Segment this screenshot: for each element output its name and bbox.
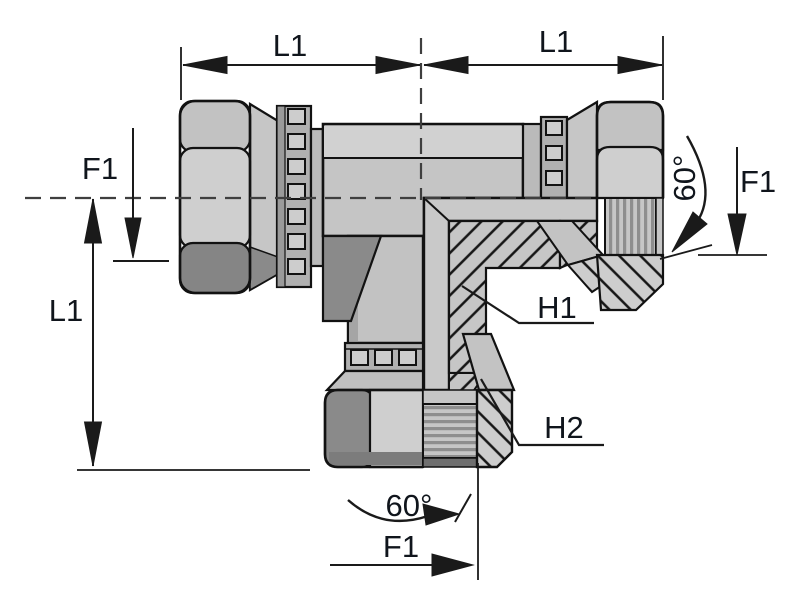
- angle-arc-right: [685, 135, 707, 223]
- dimension-graphics: [77, 36, 767, 580]
- bottom-nut-outline: [323, 388, 423, 469]
- label-angle-right: 60°: [667, 155, 702, 202]
- branch-shoulder: [321, 234, 383, 323]
- right-neck: [521, 122, 543, 200]
- section-corner-chamfer: [423, 197, 450, 222]
- label-l1-top-left: L1: [273, 28, 307, 63]
- bottom-nut-shadow: [329, 452, 422, 465]
- label-l1-top-right: L1: [539, 24, 573, 59]
- right-nut-facet-mid: [595, 145, 665, 200]
- bottom-knurl-squares: [350, 349, 417, 366]
- right-nut-outline: [595, 100, 665, 198]
- left-knurl-squares: [287, 108, 306, 275]
- bottom-port-thread-shadow: [422, 457, 478, 468]
- left-nut-facet-bottom: [178, 241, 252, 295]
- arrowhead: [182, 55, 228, 75]
- right-port-threads: [604, 197, 657, 256]
- arrowhead: [83, 198, 103, 244]
- label-f1-left: F1: [82, 151, 118, 186]
- label-h1: H1: [537, 290, 577, 325]
- right-nut-section: [595, 253, 665, 312]
- arrowhead: [124, 217, 142, 259]
- bottom-port-collar: [422, 389, 478, 405]
- right-knurl-squares: [545, 120, 563, 186]
- bottom-taper: [324, 369, 425, 392]
- arrowhead: [423, 55, 469, 75]
- right-swivel-port: [521, 100, 665, 200]
- label-h2: H2: [544, 410, 584, 445]
- arrowhead: [671, 211, 708, 253]
- label-f1-right: F1: [740, 164, 776, 199]
- left-nut-facet-top: [178, 99, 252, 154]
- arrowhead: [422, 503, 461, 526]
- tick-angle-bottom: [454, 493, 472, 523]
- body-highlight: [324, 126, 522, 157]
- right-nut-facet-top: [595, 100, 665, 152]
- arrowhead: [375, 55, 421, 75]
- dimension-labels: L1 L1 F1 L1 F1 60° H1 H2 60° F1: [49, 24, 776, 564]
- right-port-wall: [655, 197, 664, 256]
- angle-arc-bottom: [347, 499, 429, 523]
- branch-outside: [321, 234, 425, 345]
- section-cut: [422, 196, 665, 398]
- leader-h1: [461, 285, 594, 325]
- centerlines: [25, 38, 598, 200]
- right-taper: [565, 100, 599, 200]
- bottom-nut-section: [475, 388, 514, 469]
- bottom-port-threads: [422, 403, 478, 459]
- left-swivel-port: [178, 99, 325, 295]
- label-angle-bottom: 60°: [386, 488, 433, 523]
- bottom-sleeve-cone: [461, 332, 516, 392]
- tick-angle-right: [659, 244, 713, 260]
- bottom-swivel-port: [323, 332, 516, 469]
- label-l1-left: L1: [49, 293, 83, 328]
- arrowhead: [727, 213, 747, 256]
- arrowhead: [83, 421, 103, 467]
- left-knurl-edge: [276, 105, 286, 288]
- leader-h2: [480, 378, 604, 447]
- arrowhead: [617, 55, 663, 75]
- label-f1-bottom: F1: [383, 529, 419, 564]
- arrowhead: [431, 553, 475, 577]
